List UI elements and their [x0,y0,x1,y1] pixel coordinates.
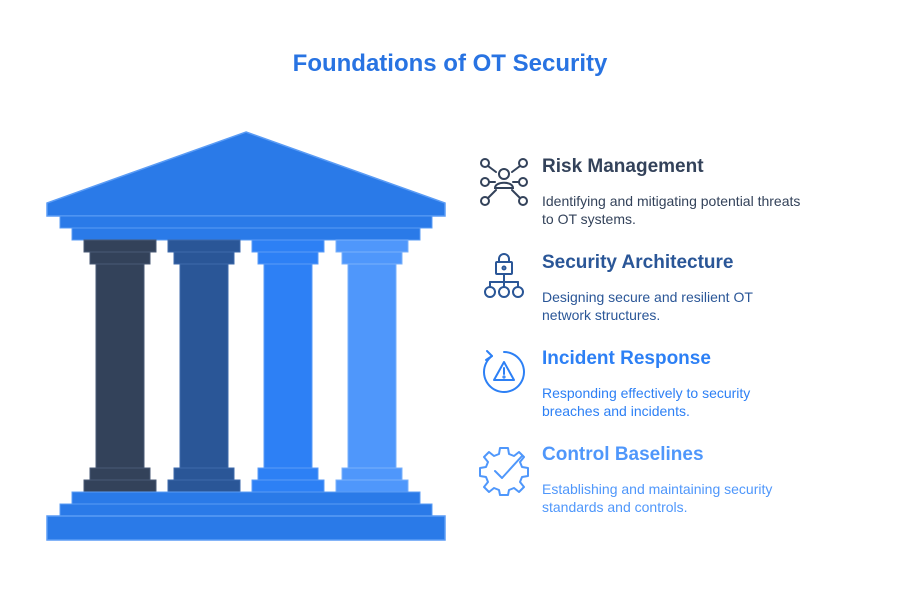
risk-network-user-icon [480,158,528,206]
column-3 [251,239,325,493]
item-heading: Risk Management [542,156,704,177]
warning-refresh-icon [483,350,525,393]
item-heading: Control Baselines [542,444,704,465]
lock-hierarchy-icon [484,253,524,298]
temple-illustration [46,131,446,541]
item-heading: Incident Response [542,348,711,369]
temple-roof [46,131,446,217]
item-risk-management: Risk Management Identifying and mitigati… [478,156,818,246]
item-incident-response: Incident Response Responding effectively… [478,348,818,438]
item-description: Designing secure and resilient OT networ… [542,289,753,323]
column-2 [167,239,241,493]
item-security-architecture: Security Architecture Designing secure a… [478,252,818,342]
temple-base-step-1 [71,491,421,505]
temple-base-step-3 [46,515,446,541]
temple-roof-step-2 [71,227,421,241]
column-1 [83,239,157,493]
item-control-baselines: Control Baselines Establishing and maint… [478,444,818,534]
item-description: Responding effectively to security breac… [542,385,751,419]
item-description: Identifying and mitigating potential thr… [542,193,801,227]
column-4 [335,239,409,493]
item-description: Establishing and maintaining security st… [542,481,773,515]
gear-check-icon [479,447,529,496]
item-heading: Security Architecture [542,252,734,273]
temple-base-step-2 [59,503,433,517]
page-title: Foundations of OT Security [292,50,608,77]
temple-roof-step-1 [59,215,433,229]
